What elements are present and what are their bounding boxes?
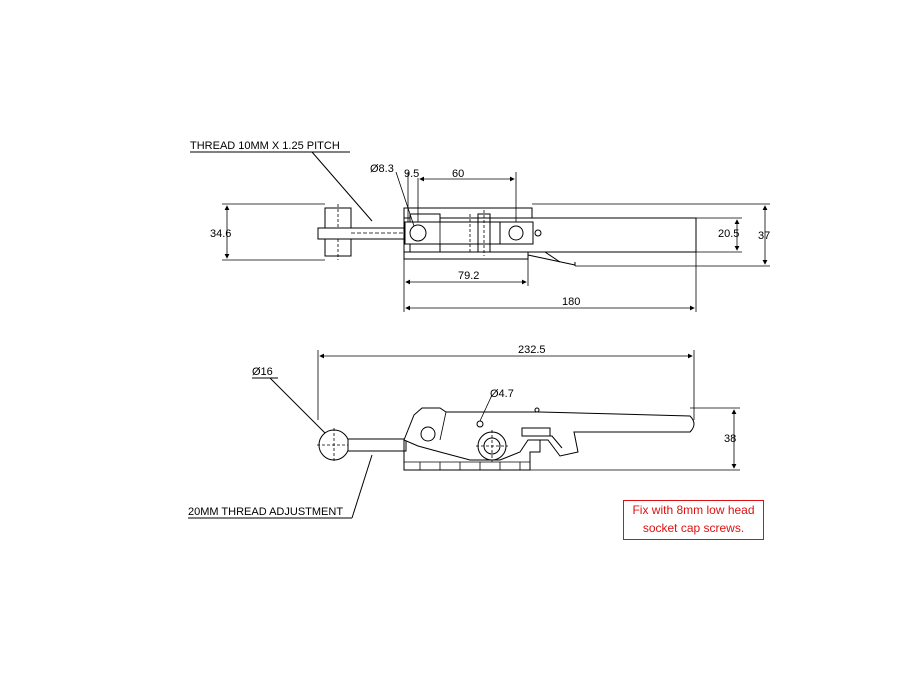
pivot-hole-right [508,225,524,241]
dim-34-6: 34.6 [210,228,231,240]
thread-pitch-label: THREAD 10MM X 1.25 PITCH [190,140,340,152]
base-plate [403,440,541,471]
threaded-rod [317,227,409,240]
dim-60: 60 [452,168,464,180]
side-pivot-small [420,426,436,442]
side-view: 232.5 Ø16 20MM THREAD ADJUSTMENT [188,344,740,519]
pivot-hole-left [409,224,427,242]
dim-9-5: 9.5 [404,168,419,180]
lever-arm [403,407,695,461]
side-threaded-rod [347,438,407,452]
dim-37: 37 [758,230,770,242]
mounting-note: Fix with 8mm low head socket cap screws. [623,500,764,540]
dim-d4-7: Ø4.7 [490,388,514,400]
dim-20-5: 20.5 [718,228,739,240]
dim-232-5: 232.5 [518,344,546,356]
dim-79-2: 79.2 [458,270,479,282]
note-line-2: socket cap screws. [642,521,745,535]
body-bottom-plate [403,251,529,260]
dim-180: 180 [562,296,580,308]
hole-4-7 [476,420,484,428]
dim-38: 38 [724,433,736,445]
dim-d8-3: Ø8.3 [370,163,394,175]
note-line-1: Fix with 8mm low head [632,503,755,517]
top-view: THREAD 10MM X 1.25 PITCH 60 9.5 [190,140,770,312]
body-main [403,217,697,253]
dim-d16: Ø16 [252,366,273,378]
thread-adjust-label: 20MM THREAD ADJUSTMENT [188,506,343,518]
thread-pitch-leader [311,151,373,222]
